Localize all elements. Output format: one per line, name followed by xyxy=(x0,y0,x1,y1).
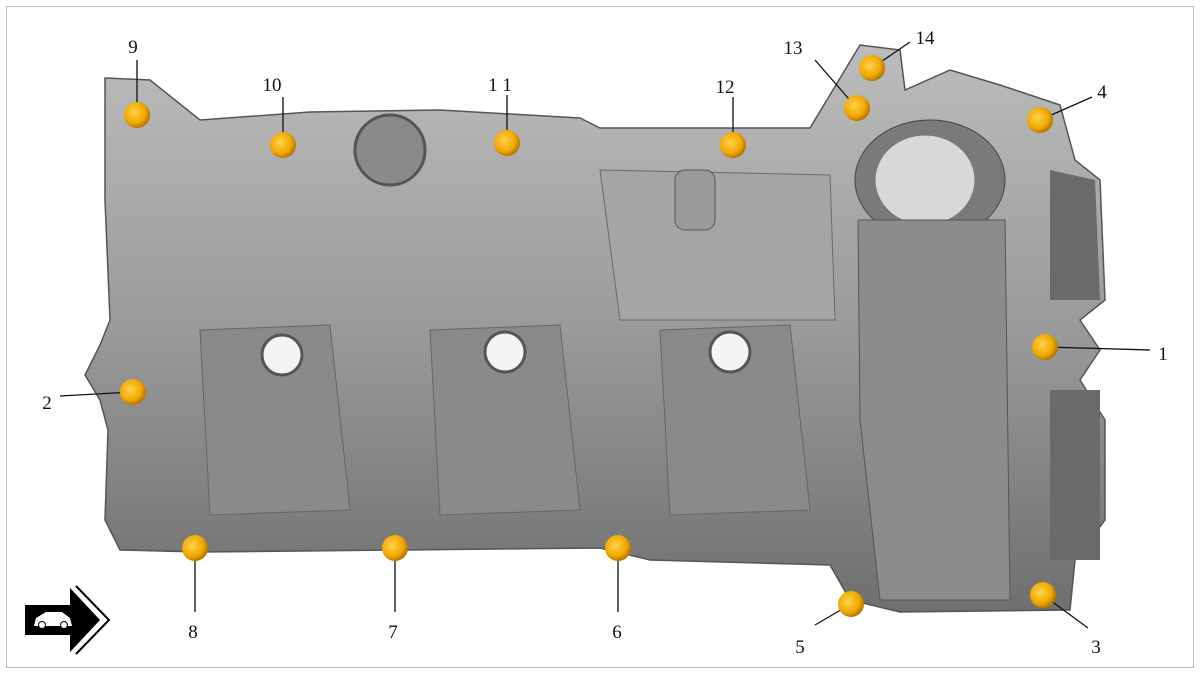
bolt-12: 12 xyxy=(716,77,746,158)
bolt-label: 7 xyxy=(388,622,398,643)
bolt-label: 9 xyxy=(128,37,138,58)
bolt-2: 2 xyxy=(42,379,146,414)
bolt-label: 13 xyxy=(784,38,803,59)
bolt-label: 2 xyxy=(42,393,52,414)
bolt-label: 12 xyxy=(716,77,735,98)
bolt-label: 5 xyxy=(795,637,805,658)
bolt-14: 14 xyxy=(859,28,935,81)
bolt-label: 8 xyxy=(188,622,198,643)
bolt-5: 5 xyxy=(795,591,864,658)
bolt-label: 6 xyxy=(612,622,622,643)
diagram-frame xyxy=(6,6,1194,668)
bolt-6: 6 xyxy=(605,535,631,643)
bolt-label: 10 xyxy=(263,75,282,96)
bolt-1: 1 xyxy=(1032,334,1168,365)
bolt-9: 9 xyxy=(124,37,150,128)
bolt-13: 13 xyxy=(784,38,870,121)
bolt-label: 1 1 xyxy=(488,75,512,96)
vehicle-forward-arrow-icon xyxy=(25,585,111,655)
bolt-label: 4 xyxy=(1097,82,1107,103)
bolt-label: 3 xyxy=(1091,637,1101,658)
bolt-8: 8 xyxy=(182,535,208,643)
bolt-7: 7 xyxy=(382,535,408,643)
valve-cover xyxy=(84,44,1106,613)
bolt-10: 10 xyxy=(263,75,296,158)
bolt-3: 3 xyxy=(1030,582,1101,658)
bolt-label: 1 xyxy=(1158,344,1168,365)
bolt-label: 14 xyxy=(916,28,936,49)
bolt-4: 4 xyxy=(1027,82,1107,133)
bolt-11: 1 1 xyxy=(488,75,520,156)
